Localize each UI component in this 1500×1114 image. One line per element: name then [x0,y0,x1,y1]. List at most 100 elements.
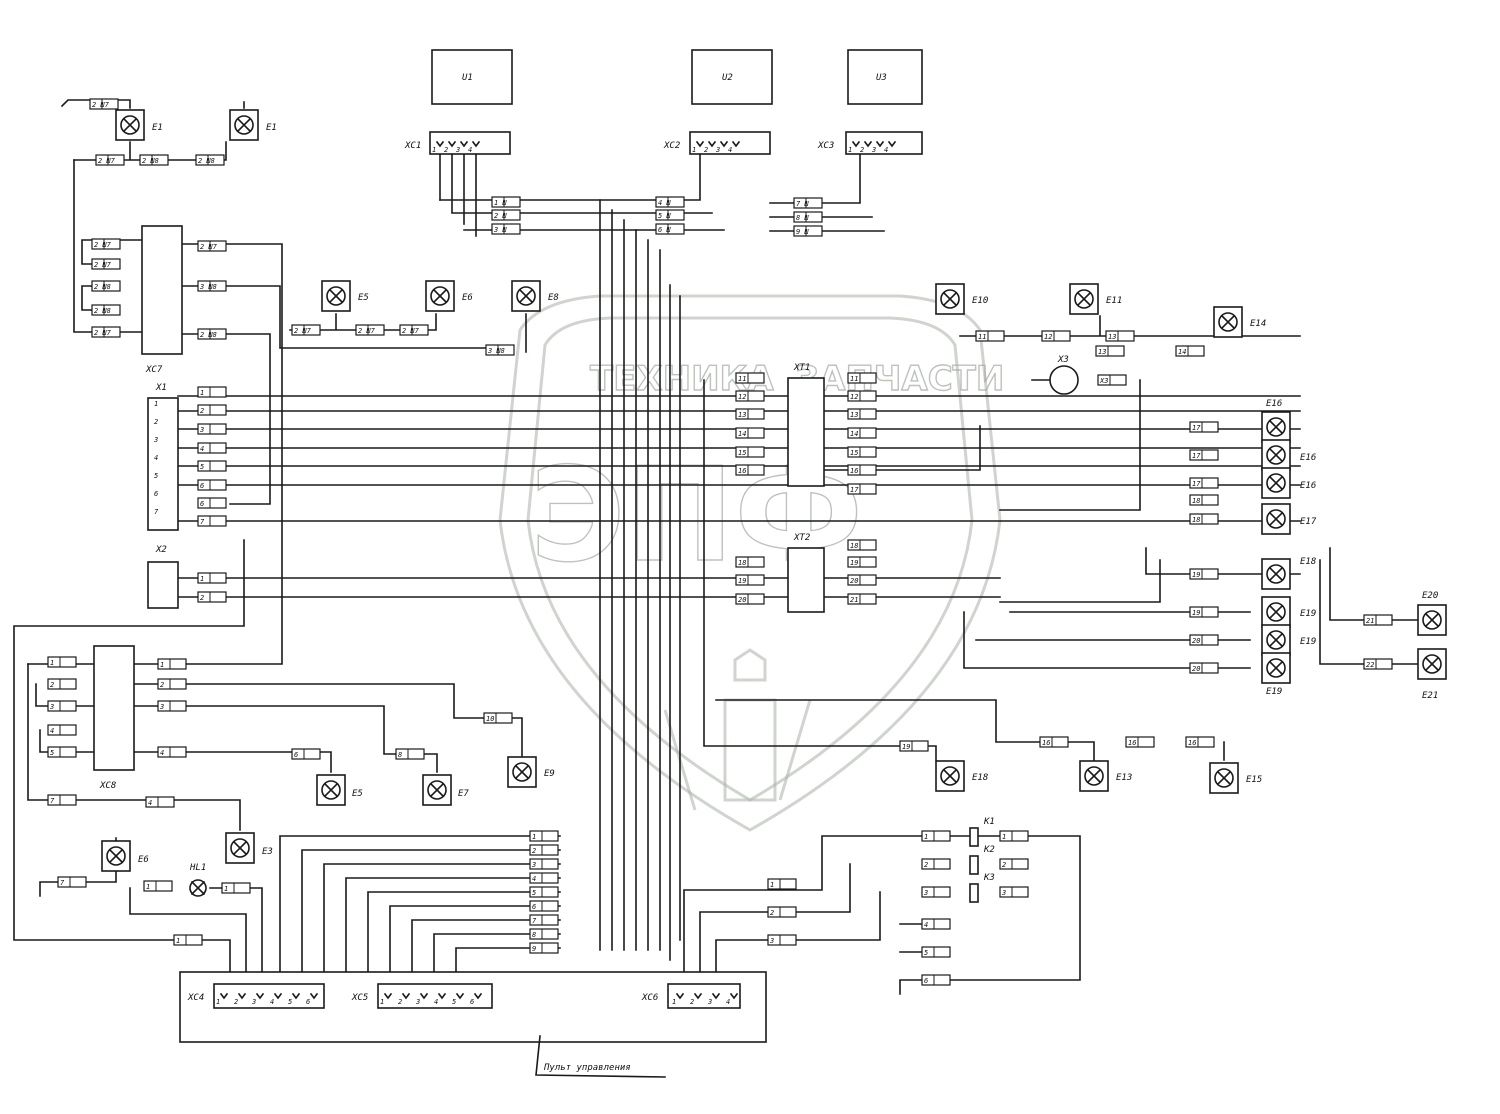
lamp-e11: E11 [1069,283,1122,315]
wire-tag-text: 1 [1002,833,1006,841]
wire-tag-text: 19 [1192,571,1200,579]
wire [13,539,245,985]
wire-tag: 15 [735,446,765,458]
wire-tag: 2 Ш8 [139,154,169,166]
wire-tag: 3 Ш8 [485,344,515,356]
connector-pin: 3 [707,992,721,1006]
wire-tag-text: 16 [738,467,746,475]
wire-tag-text: 5 [924,949,928,957]
wire-tag-text: 4 [160,749,164,757]
wire-tag-text: 17 [1192,480,1201,488]
lamp-label: E16 [1266,399,1282,409]
lamp-e6: E6 [425,280,473,312]
wire-tag-text: 19 [850,559,858,567]
lamp-label: E17 [1300,517,1317,527]
wire-tag: 20 [1189,634,1219,646]
lamp-label: E1 [152,123,163,133]
wire-tag: 1 [221,882,251,894]
wire-tag-text: 7 [60,879,65,887]
pin-number: 6 [306,998,310,1006]
connector-pin: 2 [444,140,457,154]
lamp-e5: E5 [321,280,369,312]
wire-tag: 6 [197,497,227,509]
pin-number: 4 [726,998,730,1006]
wire-tag-text: 3 [1001,889,1006,897]
wire-tag: 3 [921,886,951,898]
wire-tag-text: 2 Ш8 [198,157,215,165]
wire-tag: 2 [529,844,559,856]
lamp-e1b: E1 [229,109,277,141]
connector-x1-label: X1 [155,383,167,393]
connector-pin: 3 [871,140,885,154]
wire-tag: 8 Ш [793,211,823,223]
wire-tag-text: 15 [850,449,858,457]
connector-pin: 6 [306,992,319,1006]
lamp-e19: E19 [1261,652,1291,697]
wire-tag: 22 [1363,658,1393,670]
wire-tag: 18 [1189,494,1219,506]
pin-number: 4 [434,998,438,1006]
wire-tag-text: 5 [532,889,536,897]
lamp-e7: E7 [422,774,469,806]
wire-tag: 14 [735,427,765,439]
wire [73,141,227,161]
wire-tag: 9 Ш [793,225,823,237]
connector-pin: 4 [270,992,283,1006]
wire-tag: 4 [197,442,227,454]
wire-tag: 17 [1189,449,1219,461]
wire-tag: 13 [1095,345,1125,357]
terminal-xt1: XT1 [787,363,825,487]
wire-tag-text: 18 [850,542,858,550]
wire-tag: 3 [197,423,227,435]
wire-tag: 18 [1189,513,1219,525]
wire-tag-text: 2 Ш8 [142,157,159,165]
wire-tag: 5 [921,946,951,958]
wire-tag: 8 [529,928,559,940]
connector-pin: 4 [726,992,739,1006]
wire-tag-text: 14 [850,430,858,438]
wire-tag-text: 4 [200,445,204,453]
connector-xc8: XC8 [93,645,135,791]
wire-tag: 12 [1041,330,1071,342]
lamp-label: E1 [266,123,277,133]
wire-tag-text: 2 Ш [494,212,507,220]
wire-tag: 5 [47,746,77,758]
wire-tag-text: 20 [1192,637,1200,645]
wire-tag: 1 [197,386,227,398]
wire-tag-text: 18 [1192,497,1200,505]
wire-tag-text: 3 [769,937,774,945]
pin-number: 2 [234,998,238,1006]
wire-tag: 17 [1189,477,1219,489]
wire-tag: 1 [999,830,1029,842]
wire-tag: 2 [197,404,227,416]
wire-tag: 3 [999,886,1029,898]
pin-number: 3 [251,998,256,1006]
wire-tag-text: 1 [50,659,54,667]
wire-tag-text: 1 [532,833,536,841]
connector-xc3-label: XC3 [817,141,834,151]
wire-tag: 7 Ш [793,197,823,209]
x1-pin: 5 [154,472,158,480]
connector-xc2: XC2 [663,131,771,155]
connector-pin: 5 [452,992,465,1006]
lamp-label: E6 [138,855,149,865]
connector-pin: 2 [860,140,873,154]
wire-tag: 19 [1189,568,1219,580]
wire-tag-text: 16 [1042,739,1050,747]
wire-tag: 4 [529,872,559,884]
connector-pin: 5 [288,992,301,1006]
wire-tag: 15 [847,446,877,458]
wire-tag-text: 5 Ш [658,212,671,220]
wire [999,547,1421,665]
connector-xc8-label: XC8 [99,781,116,791]
wire-tag-text: 2 [1002,861,1006,869]
connector-xc6-label: XC6 [641,993,658,1003]
wire-tag-text: 4 [532,875,536,883]
lamp-e10: E10 [935,283,988,315]
wire-tag-text: 4 Ш [658,199,671,207]
wire-tag-text: 7 [50,797,55,805]
connector-xc5-label: XC5 [351,993,368,1003]
indicator-hl1: HL1 [189,863,207,897]
pin-number: 3 [715,146,720,154]
